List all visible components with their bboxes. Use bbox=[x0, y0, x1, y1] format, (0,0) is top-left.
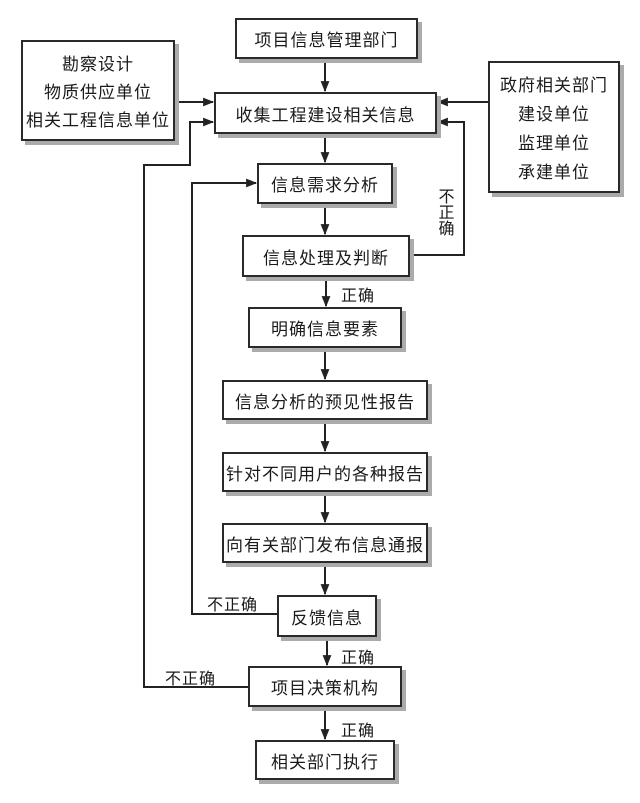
node-label-line: 勘察设计 bbox=[62, 54, 134, 75]
node-label: 收集工程建设相关信息 bbox=[235, 105, 416, 126]
node-label: 相关部门执行 bbox=[271, 752, 379, 773]
edge-label-incorrect-decision-loop: 不正确 bbox=[165, 669, 217, 688]
node-info-processing-judgment: 信息处理及判断 bbox=[242, 235, 410, 277]
node-left-info-sources: 勘察设计 物质供应单位 相关工程信息单位 bbox=[21, 40, 175, 141]
node-execute-by-departments: 相关部门执行 bbox=[255, 740, 395, 780]
node-info-need-analysis: 信息需求分析 bbox=[257, 163, 393, 204]
edge-label-correct-after-feedback: 正确 bbox=[341, 648, 376, 667]
edge-label-incorrect-processing-loop: 不正确 bbox=[438, 187, 455, 238]
node-label-line: 政府相关部门 bbox=[500, 76, 608, 96]
node-label-line: 相关工程信息单位 bbox=[26, 111, 170, 132]
edge-label-incorrect-feedback-loop: 不正确 bbox=[207, 595, 259, 614]
node-label: 信息分析的预见性报告 bbox=[235, 392, 415, 413]
node-label: 项目信息管理部门 bbox=[254, 31, 399, 51]
node-publish-info-bulletin: 向有关部门发布信息通报 bbox=[222, 523, 428, 563]
node-collect-construction-info: 收集工程建设相关信息 bbox=[214, 92, 437, 134]
node-label: 信息处理及判断 bbox=[263, 248, 389, 269]
edge-process-incorrect-to-collect bbox=[410, 117, 465, 256]
node-label: 向有关部门发布信息通报 bbox=[226, 535, 424, 556]
node-label: 项目决策机构 bbox=[271, 679, 379, 699]
node-label: 明确信息要素 bbox=[271, 320, 379, 340]
edge-decision-incorrect-to-collect bbox=[143, 117, 248, 688]
edge-label-correct-after-decision: 正确 bbox=[341, 721, 376, 740]
node-label-line: 物质供应单位 bbox=[44, 82, 152, 103]
node-project-decision-body: 项目决策机构 bbox=[248, 666, 402, 707]
node-label-line: 监理单位 bbox=[518, 134, 590, 154]
node-label-line: 建设单位 bbox=[518, 105, 590, 125]
edge-feedback-incorrect-to-need bbox=[191, 178, 277, 615]
node-project-info-management-dept: 项目信息管理部门 bbox=[235, 18, 418, 59]
node-label-line: 承建单位 bbox=[518, 163, 590, 183]
node-right-info-sources: 政府相关部门 建设单位 监理单位 承建单位 bbox=[488, 61, 620, 193]
node-clarify-info-elements: 明确信息要素 bbox=[248, 307, 402, 348]
node-label: 针对不同用户的各种报告 bbox=[226, 464, 424, 485]
node-predictive-analysis-report: 信息分析的预见性报告 bbox=[222, 380, 428, 420]
edge-label-correct-after-processing: 正确 bbox=[341, 286, 376, 305]
node-feedback-info: 反馈信息 bbox=[277, 595, 377, 637]
node-label: 反馈信息 bbox=[291, 608, 363, 629]
node-label: 信息需求分析 bbox=[271, 176, 379, 196]
node-reports-for-different-users: 针对不同用户的各种报告 bbox=[222, 452, 428, 492]
